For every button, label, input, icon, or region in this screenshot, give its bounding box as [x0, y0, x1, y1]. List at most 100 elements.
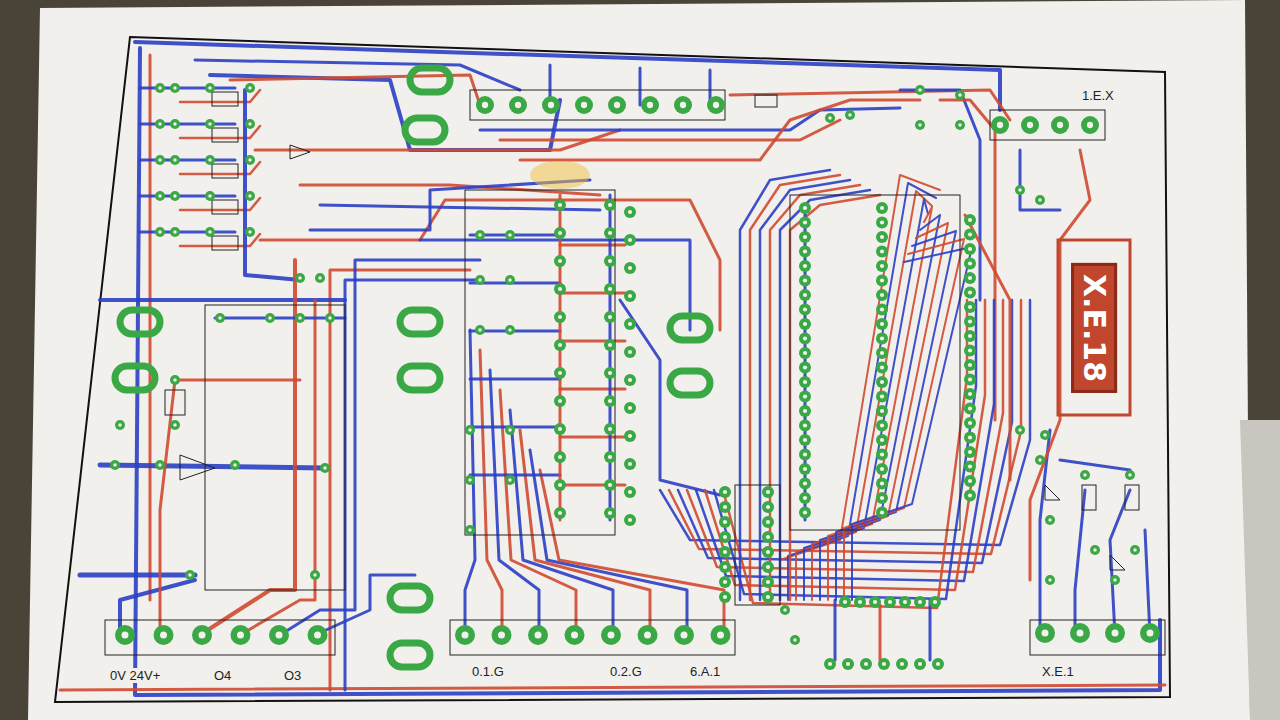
- solder-pad: [719, 501, 731, 513]
- pad-hole: [880, 380, 884, 384]
- pad-hole: [208, 86, 212, 90]
- pad-hole: [558, 455, 562, 459]
- solder-pad: [554, 451, 566, 463]
- solder-pad: [231, 625, 251, 645]
- pad-hole: [968, 493, 972, 497]
- solder-pad: [799, 507, 811, 519]
- pad-hole: [723, 550, 727, 554]
- pad-hole: [958, 93, 962, 97]
- copper-trace: [760, 180, 850, 600]
- solder-pad: [964, 374, 976, 386]
- solder-pad: [205, 155, 215, 165]
- pad-hole: [880, 365, 884, 369]
- component-outlines: [105, 90, 1165, 655]
- copper-trace: [490, 370, 539, 635]
- pad-hole: [173, 378, 177, 382]
- copper-trace: [828, 223, 948, 600]
- pad-hole: [968, 319, 972, 323]
- solder-pad: [1051, 116, 1069, 134]
- pad-hole: [628, 462, 632, 466]
- solder-pad: [799, 246, 811, 258]
- solder-pad: [762, 546, 774, 558]
- pad-hole: [918, 123, 922, 127]
- solder-pad: [876, 318, 888, 330]
- solder-pad: [465, 475, 475, 485]
- copper-trace: [60, 685, 1165, 690]
- pad-hole: [880, 322, 884, 326]
- solder-pad: [719, 531, 731, 543]
- pad-hole: [608, 483, 612, 487]
- pad-hole: [581, 102, 587, 108]
- pad-hole: [958, 123, 962, 127]
- solder-pad: [799, 217, 811, 229]
- solder-pad: [624, 402, 636, 414]
- mounting-pad: [400, 310, 440, 334]
- solder-pad: [505, 275, 515, 285]
- copper-trace: [812, 207, 932, 600]
- copper-trace: [200, 260, 295, 635]
- pad-hole: [468, 428, 472, 432]
- solder-pad: [475, 275, 485, 285]
- pad-hole: [628, 210, 632, 214]
- pad-hole: [628, 350, 632, 354]
- logo-text: X.E.18: [1071, 263, 1117, 393]
- pad-hole: [723, 565, 727, 569]
- pad-hole: [608, 287, 612, 291]
- resistor-symbol: [165, 390, 185, 415]
- copper-trace: [140, 195, 235, 198]
- solder-pad: [604, 255, 616, 267]
- solder-pad: [575, 96, 593, 114]
- pad-hole: [173, 122, 177, 126]
- solder-pad: [799, 463, 811, 475]
- pad-hole: [1057, 122, 1063, 128]
- solder-pad: [624, 458, 636, 470]
- pad-hole: [233, 463, 237, 467]
- solder-pad: [1140, 623, 1160, 643]
- pad-hole: [323, 466, 327, 470]
- solder-pad: [896, 658, 908, 670]
- pad-hole: [628, 518, 632, 522]
- pad-hole: [628, 490, 632, 494]
- solder-pad: [554, 227, 566, 239]
- solder-pad: [475, 230, 485, 240]
- pad-hole: [558, 511, 562, 515]
- solder-pad: [711, 625, 731, 645]
- solder-pad: [554, 507, 566, 519]
- solder-pad: [876, 260, 888, 272]
- solder-pad: [799, 231, 811, 243]
- pad-hole: [158, 463, 162, 467]
- pad-hole: [208, 122, 212, 126]
- solder-pad: [554, 479, 566, 491]
- pad-hole: [880, 264, 884, 268]
- pad-hole: [766, 580, 770, 584]
- pad-hole: [558, 203, 562, 207]
- copper-trace: [470, 378, 560, 381]
- pad-hole: [968, 450, 972, 454]
- solder-pad: [604, 395, 616, 407]
- pad-hole: [608, 371, 612, 375]
- pad-hole: [793, 638, 797, 642]
- copper-trace: [844, 239, 964, 600]
- copper-trace: [140, 123, 235, 126]
- solder-pad: [929, 596, 941, 608]
- pad-hole: [918, 88, 922, 92]
- solder-pad: [154, 625, 174, 645]
- pad-hole: [880, 351, 884, 355]
- pad-hole: [723, 490, 727, 494]
- pad-hole: [880, 394, 884, 398]
- header-outline: [735, 485, 780, 605]
- pad-hole: [803, 206, 807, 210]
- copper-trace: [678, 300, 1012, 563]
- solder-pad: [604, 423, 616, 435]
- copper-trace: [790, 195, 880, 600]
- solder-pad: [799, 304, 811, 316]
- mounting-pad: [120, 310, 160, 334]
- mounting-pad: [405, 118, 445, 142]
- solder-pad: [799, 347, 811, 359]
- pad-hole: [158, 158, 162, 162]
- solder-pad: [554, 367, 566, 379]
- pad-hole: [803, 467, 807, 471]
- pad-hole: [1133, 548, 1137, 552]
- solder-pad: [799, 449, 811, 461]
- pad-hole: [968, 334, 972, 338]
